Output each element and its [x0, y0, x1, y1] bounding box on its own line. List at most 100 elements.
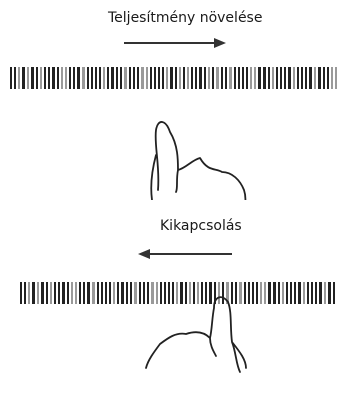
slider-segment	[252, 282, 254, 304]
slider-segment	[258, 67, 261, 89]
slider-segment	[311, 282, 313, 304]
slider-segment	[294, 282, 296, 304]
slider-segment	[226, 282, 229, 304]
slider-segment	[301, 67, 303, 89]
slider-segment	[273, 282, 276, 304]
slider-segment	[170, 67, 173, 89]
slider-segment	[20, 282, 22, 304]
slider-segment	[139, 282, 141, 304]
slider-segment	[36, 67, 38, 89]
slider-segment	[83, 282, 85, 304]
slider-segment	[256, 282, 258, 304]
slider-segment	[205, 282, 207, 304]
slider-segment	[57, 67, 59, 89]
slider-segment	[92, 282, 95, 304]
slider-segment	[180, 282, 183, 304]
hand-pointer-icon	[145, 296, 247, 373]
slider-segment	[24, 282, 26, 304]
slider-segment	[44, 67, 46, 89]
slider-segment	[62, 282, 65, 304]
slider-segment	[130, 282, 132, 304]
slider-segment	[315, 282, 317, 304]
slider-segment	[95, 67, 97, 89]
slider-segment	[52, 67, 55, 89]
slider-segment	[75, 282, 77, 304]
slider-segment	[204, 67, 206, 89]
slider-segment	[175, 67, 177, 89]
slider-segment	[328, 282, 331, 304]
slider-segment	[208, 67, 210, 89]
slider-segment	[32, 282, 35, 304]
arrow-left-icon	[138, 249, 232, 259]
slider-segment	[293, 67, 295, 89]
slider-segment	[238, 67, 240, 89]
slider-segment	[280, 67, 282, 89]
slider-segment	[27, 67, 29, 89]
slider-segment	[244, 282, 246, 304]
slider-segment	[48, 67, 50, 89]
slider-segment	[185, 282, 187, 304]
hand-pointer-icon	[150, 121, 247, 200]
slider-segment	[133, 67, 135, 89]
slider-segment	[103, 67, 105, 89]
touch-slider-bar[interactable]	[0, 272, 348, 312]
slider-segment	[242, 67, 244, 89]
slider-segment	[263, 67, 266, 89]
slider-segment	[61, 67, 63, 89]
slider-segment	[323, 67, 325, 89]
slider-segment	[197, 282, 199, 304]
slider-segment	[231, 282, 233, 304]
arrow-right-icon	[124, 38, 226, 48]
slider-segment	[126, 282, 128, 304]
slider-segment	[189, 282, 191, 304]
slider-segment	[297, 67, 299, 89]
slider-segment	[113, 282, 115, 304]
slider-segment	[156, 282, 158, 304]
slider-segment	[41, 282, 44, 304]
slider-segment	[121, 282, 124, 304]
slider-segment	[71, 282, 73, 304]
slider-segment	[314, 67, 316, 89]
slider-segment	[288, 67, 291, 89]
slider-segment	[151, 282, 154, 304]
slider-segment	[290, 282, 292, 304]
slider-segment	[331, 67, 333, 89]
slider-segment	[141, 67, 144, 89]
slider-segment	[201, 282, 203, 304]
slider-segment	[73, 67, 75, 89]
slider-segment	[87, 67, 89, 89]
slider-segment	[129, 67, 131, 89]
slider-segment	[199, 67, 202, 89]
slider-segment	[166, 67, 168, 89]
slider-segment	[31, 67, 34, 89]
slider-segment	[333, 282, 335, 304]
slider-segment	[58, 282, 60, 304]
slider-segment	[99, 67, 101, 89]
slider-segment	[69, 67, 71, 89]
touch-slider-bar[interactable]	[0, 64, 348, 104]
slider-segment	[50, 282, 52, 304]
slider-segment	[37, 282, 39, 304]
slider-segment	[87, 282, 90, 304]
slider-segment	[272, 67, 274, 89]
slider-segment	[183, 67, 185, 89]
slider-segment	[218, 282, 220, 304]
slider-segment	[254, 67, 256, 89]
slider-segment	[222, 282, 224, 304]
slider-segment	[172, 282, 174, 304]
slider-segment	[286, 282, 288, 304]
slider-segment	[276, 67, 278, 89]
slider-segment	[65, 67, 67, 89]
slider-segment	[335, 67, 337, 89]
slider-segment	[176, 282, 178, 304]
slider-segment	[264, 282, 266, 304]
slider-segment	[143, 282, 145, 304]
slider-segment	[305, 67, 307, 89]
slider-segment	[18, 67, 20, 89]
slider-segment	[97, 282, 99, 304]
slider-segment	[101, 282, 103, 304]
slider-segment	[327, 67, 329, 89]
slider-segment	[146, 67, 148, 89]
slider-segment	[324, 282, 326, 304]
slider-segment	[187, 67, 189, 89]
